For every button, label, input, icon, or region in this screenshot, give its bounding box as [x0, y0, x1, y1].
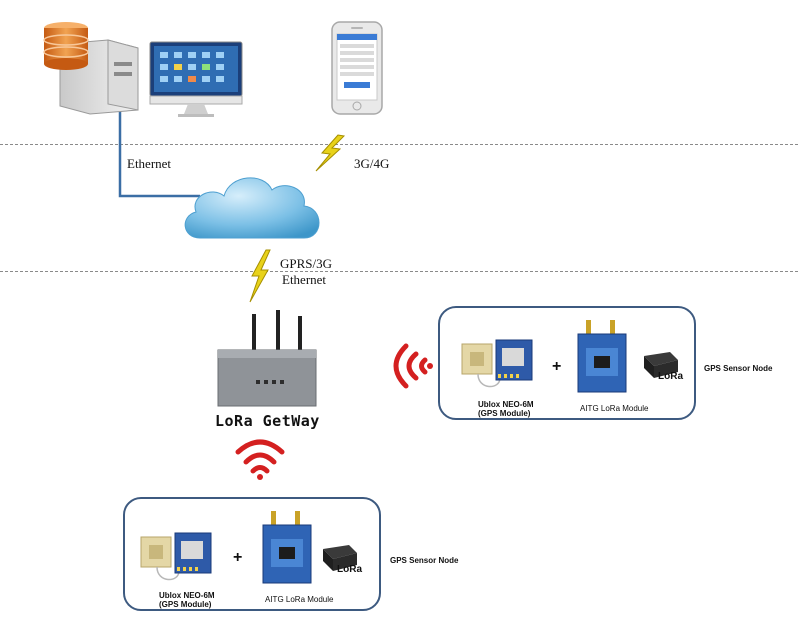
lora-module-icon [262, 511, 312, 584]
gps-module-label-2: (GPS Module) [478, 409, 531, 418]
lora-module-label: AITG LoRa Module [580, 404, 649, 413]
wifi-icon [235, 439, 285, 480]
lora-module-label: AITG LoRa Module [265, 595, 334, 604]
gps-module-label-1: Ublox NEO-6M [159, 591, 215, 600]
lightning-icon [249, 249, 271, 303]
ethernet-gateway-label: Ethernet [282, 272, 327, 287]
lora-module-icon [577, 320, 627, 393]
gps-module-label-1: Ublox NEO-6M [478, 400, 534, 409]
lightning-icon [315, 134, 346, 172]
gprs-label: GPRS/3G [280, 256, 333, 271]
gps-sensor-node-label: GPS Sensor Node [704, 364, 773, 373]
ethernet-top-label: Ethernet [127, 156, 172, 171]
gps-sensor-node-box: + LoRa Ublox NEO-6M (GPS Module) AITG Lo… [123, 497, 381, 611]
gateway-icon [217, 310, 317, 407]
gps-sensor-node-label: GPS Sensor Node [390, 556, 459, 565]
server-icon [43, 22, 139, 115]
lora-logo: LoRa [337, 564, 362, 575]
separator-top [0, 144, 798, 145]
phone-icon [331, 21, 383, 115]
separator-middle [0, 271, 798, 272]
lora-chip-icon [323, 545, 357, 571]
lora-logo: LoRa [658, 371, 683, 382]
plus-sign: + [552, 358, 562, 375]
wifi-icon [393, 343, 433, 389]
gps-module-icon [461, 339, 533, 388]
gps-module-icon [140, 532, 212, 581]
monitor-icon [149, 41, 243, 117]
mobile-network-label: 3G/4G [354, 156, 390, 171]
plus-sign: + [233, 549, 243, 566]
gps-sensor-node-box: + LoRa Ublox NEO-6M (GPS Module) AITG Lo… [438, 306, 696, 420]
cloud-icon [184, 177, 320, 239]
gps-module-label-2: (GPS Module) [159, 600, 212, 609]
gateway-title: LoRa GetWay [215, 412, 320, 430]
lora-chip-icon [644, 352, 678, 378]
